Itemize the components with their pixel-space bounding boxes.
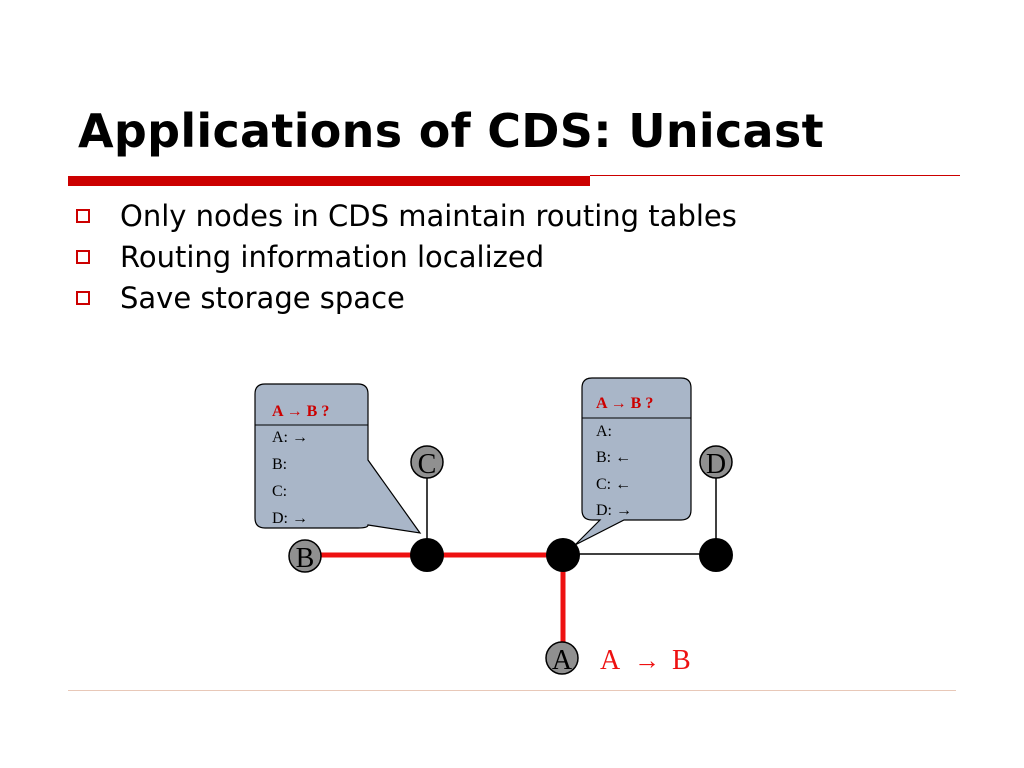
callout-left-row: C: (272, 483, 287, 500)
cds-node-right (546, 538, 580, 572)
node-a: A (545, 641, 579, 676)
callout-right-shape (574, 377, 692, 546)
callout-right-row: D: → (596, 502, 632, 519)
node-d-label: D (706, 449, 726, 480)
route-caption-arrow-icon: → (634, 646, 660, 675)
footer-divider (68, 690, 956, 691)
callout-left-row: D: → (272, 510, 308, 527)
slide-title: Applications of CDS: Unicast (78, 104, 824, 158)
node-a-label: A (552, 645, 573, 676)
callout-left-header: A → B ? (272, 403, 329, 420)
bullet-item: Only nodes in CDS maintain routing table… (72, 195, 737, 236)
node-b-circle (288, 539, 322, 573)
bullet-text: Only nodes in CDS maintain routing table… (120, 198, 737, 233)
callout-right-row: C: ← (596, 476, 631, 493)
bullet-list: Only nodes in CDS maintain routing table… (72, 195, 737, 318)
node-d: D (699, 445, 733, 480)
callout-left-row: B: (272, 456, 287, 473)
callout-right-header: A → B ? (596, 395, 653, 412)
square-bullet-icon (76, 249, 90, 264)
title-underline-thin (590, 175, 960, 176)
node-c-label: C (418, 449, 437, 480)
square-bullet-icon (76, 208, 90, 223)
square-bullet-icon (76, 290, 90, 305)
callout-left-routing-table: A → B ? A: → B: C: D: → (254, 383, 422, 534)
node-b-label: B (296, 543, 315, 574)
node-c: C (410, 445, 444, 480)
node-a-circle (545, 641, 579, 675)
cds-node-far-right (699, 538, 733, 572)
callout-left-shape (254, 383, 422, 534)
bullet-text: Routing information localized (120, 239, 545, 274)
route-caption-from: A (600, 645, 621, 676)
route-caption-to: B (672, 645, 691, 676)
callout-right-row: A: (596, 423, 612, 440)
callout-right-row: B: ← (596, 449, 631, 466)
cds-node-left (410, 538, 444, 572)
bullet-item: Routing information localized (72, 236, 737, 277)
node-c-circle (410, 445, 444, 479)
title-underline-thick (68, 176, 590, 186)
route-caption: A → B (600, 645, 691, 676)
node-b: B (288, 539, 322, 574)
callout-right-routing-table: A → B ? A: B: ← C: ← D: → (574, 377, 692, 546)
node-d-circle (699, 445, 733, 479)
bullet-item: Save storage space (72, 277, 737, 318)
callout-left-row: A: → (272, 429, 308, 446)
bullet-text: Save storage space (120, 280, 405, 315)
